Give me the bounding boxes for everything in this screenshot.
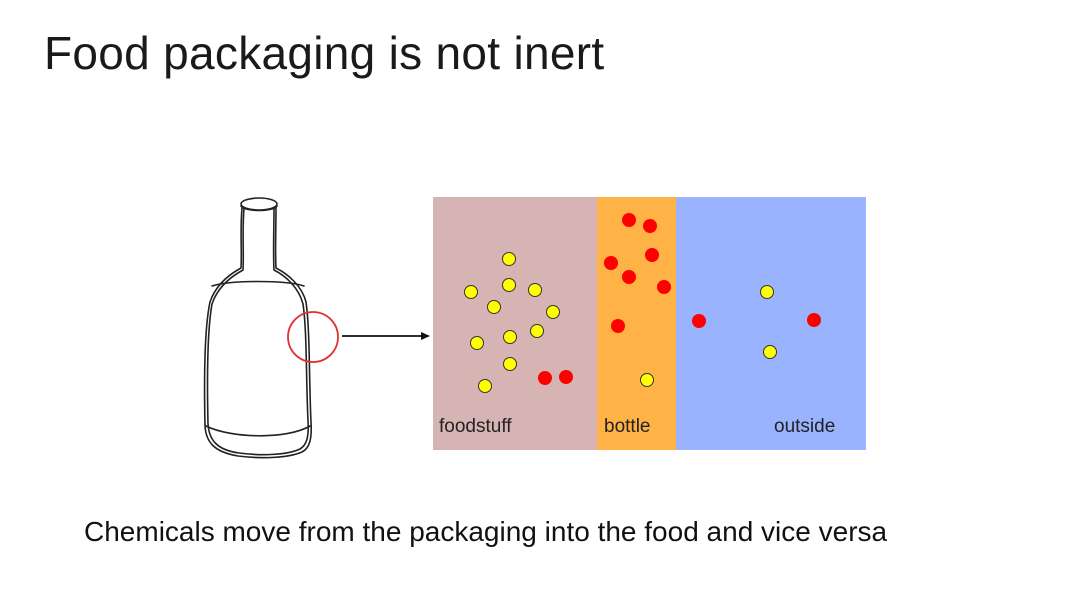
yellow-particle [546, 305, 560, 319]
panel-bottle: bottle [597, 197, 676, 450]
red-particle [643, 219, 657, 233]
panel-label-outside: outside [774, 416, 836, 437]
yellow-particle [478, 379, 492, 393]
bottle-outline [203, 207, 313, 459]
red-particle [611, 319, 625, 333]
yellow-particle [503, 330, 517, 344]
bottle-illustration [203, 197, 430, 459]
red-particle [692, 314, 706, 328]
red-particle [622, 270, 636, 284]
red-particle [622, 213, 636, 227]
red-particle [657, 280, 671, 294]
panel-outside: outside [676, 197, 866, 450]
red-particle [604, 256, 618, 270]
red-particle [559, 370, 573, 384]
yellow-particle [503, 357, 517, 371]
red-particle [538, 371, 552, 385]
red-particle [645, 248, 659, 262]
yellow-particle [502, 252, 516, 266]
panel-label-bottle: bottle [604, 416, 651, 437]
slide-caption: Chemicals move from the packaging into t… [84, 516, 888, 547]
yellow-particle [763, 345, 777, 359]
bottle-sketch [190, 190, 440, 470]
panel-label-foodstuff: foodstuff [439, 416, 512, 437]
slide-title: Food packaging is not inert [44, 27, 605, 79]
yellow-particle [487, 300, 501, 314]
zoom-arrow-head [421, 332, 430, 340]
red-particle [807, 313, 821, 327]
panel-foodstuff: foodstuff [433, 197, 597, 450]
yellow-particle [528, 283, 542, 297]
highlight-circle [287, 311, 339, 363]
yellow-particle [502, 278, 516, 292]
yellow-particle [470, 336, 484, 350]
yellow-particle [640, 373, 654, 387]
yellow-particle [760, 285, 774, 299]
bottle-neck-rim [240, 197, 278, 211]
yellow-particle [530, 324, 544, 338]
yellow-particle [464, 285, 478, 299]
